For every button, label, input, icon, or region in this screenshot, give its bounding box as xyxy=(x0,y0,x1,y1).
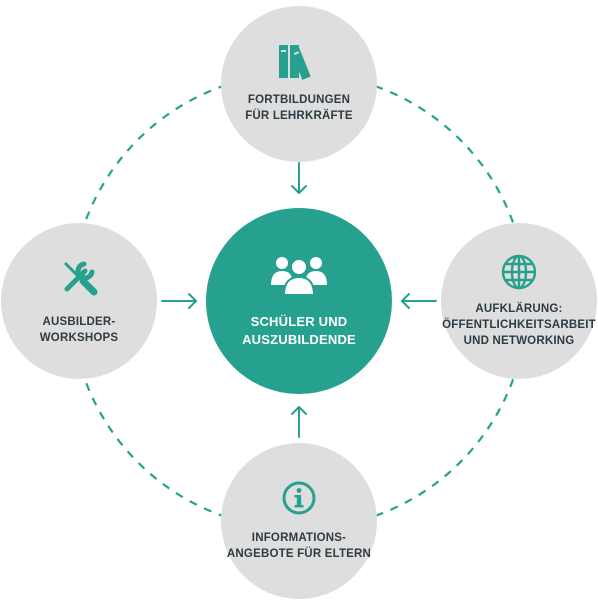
wrench-screwdriver-icon xyxy=(64,261,98,296)
node-center: SCHÜLER UND AUSZUBILDENDE xyxy=(206,208,392,394)
node-left: AUSBILDER- WORKSHOPS xyxy=(1,223,157,379)
arrow-right-to-center xyxy=(401,293,437,309)
arrow-left-to-center xyxy=(161,293,197,309)
group-of-people-icon xyxy=(271,257,327,295)
node-bottom: INFORMATIONS- ANGEBOTE FÜR ELTERN xyxy=(221,443,377,599)
arrow-top-to-center xyxy=(291,162,307,194)
node-left-label: AUSBILDER- WORKSHOPS xyxy=(39,316,119,344)
node-bottom-label: INFORMATIONS- ANGEBOTE FÜR ELTERN xyxy=(226,532,372,560)
node-top-label: FORTBILDUNGEN FÜR LEHRKRÄFTE xyxy=(245,94,353,122)
books-icon xyxy=(279,45,311,80)
arrow-bottom-to-center xyxy=(291,406,307,438)
node-right-label: AUFKLÄRUNG: ÖFFENTLICHKEITSARBEIT UND NE… xyxy=(442,303,596,347)
globe-icon xyxy=(501,254,537,290)
node-right: AUFKLÄRUNG: ÖFFENTLICHKEITSARBEIT UND NE… xyxy=(441,223,597,379)
node-top: FORTBILDUNGEN FÜR LEHRKRÄFTE xyxy=(221,6,377,162)
node-center-label: SCHÜLER UND AUSZUBILDENDE xyxy=(242,314,356,347)
info-icon xyxy=(282,481,316,515)
